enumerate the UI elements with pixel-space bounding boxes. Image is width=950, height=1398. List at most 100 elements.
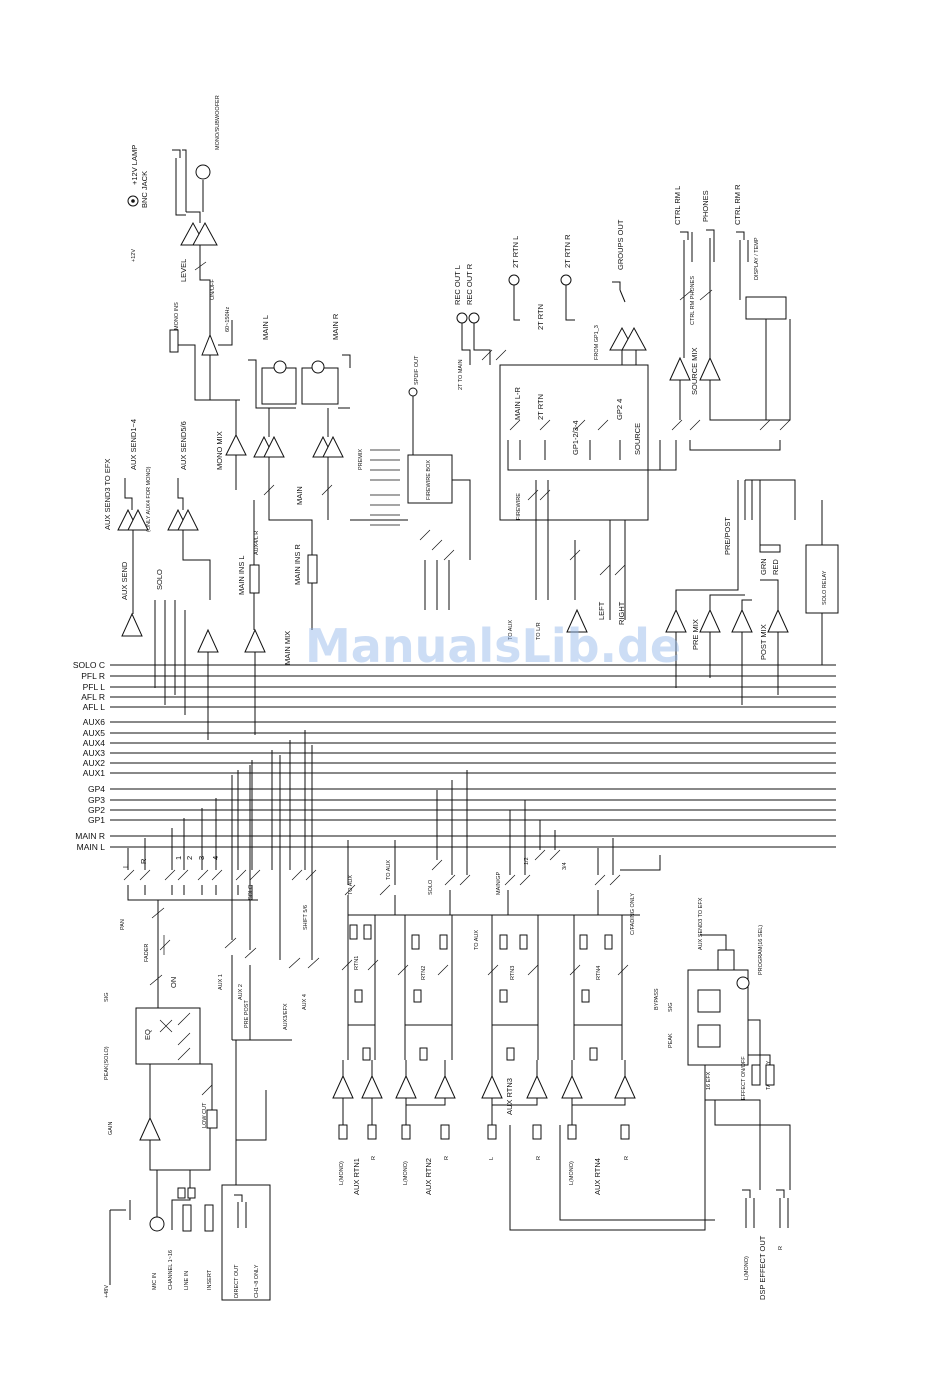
rec-out-l-label: REC OUT L <box>453 265 462 305</box>
main-ins-r-jack-icon <box>307 554 318 584</box>
to-aux-switch-icon <box>527 489 581 561</box>
aux-send-wire <box>124 400 237 510</box>
pre-post-wire <box>737 479 796 550</box>
aux-rtn3-l-jack-icon <box>487 1124 497 1140</box>
aux-rtn2-amp-r-icon <box>434 1074 456 1099</box>
aux-rtn1-amp-r-icon <box>361 1074 383 1099</box>
red-label: RED <box>771 559 780 575</box>
solo-amp-icon <box>197 628 219 653</box>
channel-route-wire <box>127 885 258 901</box>
sig-efx-label: SIG <box>668 1003 674 1012</box>
ctrl-rm-r-label: CTRL RM R <box>733 184 742 225</box>
pan-label: PAN <box>120 919 126 930</box>
aux-rtn3-amp-l-icon <box>481 1074 503 1099</box>
insert-jack-icon <box>204 1204 214 1232</box>
ctrl-rm-l-jack-icon <box>680 231 693 262</box>
aux-send3-efx-label: AUX SEND3 TO EFX <box>103 459 112 530</box>
main-r-label: MAIN R <box>331 313 340 340</box>
t2-rtn-label: 2T RTN <box>536 304 545 330</box>
resistor-2-icon <box>187 1187 196 1199</box>
aux-rtn3-r-jack-icon <box>532 1124 542 1140</box>
dsp-out-wire <box>704 1065 791 1190</box>
phones-label: PHONES <box>701 190 710 222</box>
aux-rtn2-amp-l-icon <box>395 1074 417 1099</box>
rtn3-res-2-icon <box>519 934 528 950</box>
aux-send56-label: AUX SEND5/6 <box>179 421 188 470</box>
on-switch-icon <box>149 974 163 986</box>
bus-label-pfl-l: PFL L <box>83 682 106 692</box>
aux-rtn4-label: AUX RTN4 <box>593 1158 602 1195</box>
aux-send14-label: AUX SEND1~4 <box>129 419 138 470</box>
tap-delay-jack-icon <box>765 1064 775 1086</box>
mono-out-jack-tip <box>182 149 187 212</box>
pre-mix-label: PRE MIX <box>691 619 700 650</box>
solo-relay-label: SOLO RELAY <box>822 570 828 605</box>
mono-subwoofer-label: MONO/SUBWOOFER <box>215 95 221 150</box>
rtn3-res-1-icon <box>499 934 508 950</box>
l-mono4-label: L(MONO) <box>569 1161 575 1185</box>
rtn4-res-3-icon <box>581 989 590 1003</box>
rtn4-res-1-icon <box>579 934 588 950</box>
peak-label: PEAK <box>668 1033 674 1048</box>
right-label: RIGHT <box>617 601 626 625</box>
aux-pot-icon <box>224 937 320 969</box>
rtn1-block: RTN1 <box>341 915 379 1061</box>
shift56-label: SHIFT 5/6 <box>303 905 309 930</box>
main-r-box <box>301 367 339 405</box>
aux-rtn1-label: AUX RTN1 <box>352 1158 361 1195</box>
mic-xlr-ground-icon <box>110 1200 131 1220</box>
insert-label: INSERT <box>207 1269 213 1290</box>
l-mono2-label: L(MONO) <box>403 1161 409 1185</box>
main-fader-icon <box>263 484 333 496</box>
rtn2-wire <box>404 915 453 1060</box>
resistor-1-icon <box>177 1187 186 1199</box>
bus-label-aux4: AUX4 <box>83 738 105 748</box>
pre-post-b-label: PRE POST <box>244 1000 250 1028</box>
rtn1-res-1-icon <box>349 924 358 940</box>
bnc-label: BNC JACK <box>140 171 149 208</box>
phones-jack-icon <box>706 229 715 262</box>
rtn4-pot-icon <box>569 964 629 976</box>
dsp-out-r-jack-icon <box>776 1189 789 1228</box>
channel-main-wire <box>157 900 195 1011</box>
bus-label-aux6: AUX6 <box>83 717 105 727</box>
return-amp-out-wire <box>342 1098 626 1125</box>
rtn3-block: TO AUX RTN3 <box>474 915 539 1061</box>
direct-out-jack-icon <box>234 1194 247 1228</box>
grp-2-label: 2 <box>185 856 194 860</box>
source-in-wire <box>461 285 637 365</box>
bus-label-solo-c: SOLO C <box>73 660 105 670</box>
main-out-wire <box>248 354 351 409</box>
to-aux-b-label: TO AUX <box>348 875 354 895</box>
main-lr-label: MAIN L-R <box>513 386 522 420</box>
rtn3-res-4-icon <box>506 1047 515 1061</box>
rtn3-wire <box>491 915 539 1060</box>
from-gp-label: FROM GP1_3 <box>594 325 600 360</box>
post-mix-amp-2-icon <box>767 608 789 633</box>
grn-label: GRN <box>759 558 768 575</box>
main-ins-wire <box>253 500 329 630</box>
watermark: ManualsLib.de <box>305 619 681 673</box>
mono-ins-label: MONO INS <box>174 302 180 330</box>
aux-send-label: AUX SEND <box>120 561 129 600</box>
mono-mix-label: MONO MIX <box>215 431 224 470</box>
rtn2-pot-icon <box>397 964 449 976</box>
ctrl-rm-phones-label: CTRL RM PHONES <box>690 276 696 325</box>
aux-rtn2-r-jack-icon <box>440 1124 450 1140</box>
bus-label-aux2: AUX2 <box>83 758 105 768</box>
source-label: SOURCE <box>633 423 642 455</box>
low-cut-switch-icon <box>201 1084 213 1096</box>
bus-label-main-l: MAIN L <box>77 842 106 852</box>
low-cut-filter-icon <box>206 1109 218 1129</box>
dsp-return-wire <box>509 1100 715 1231</box>
return-bus-drop-wire <box>347 770 661 885</box>
aux-send-bus-wire <box>231 745 313 1041</box>
main-ins-r-label: MAIN INS R <box>293 544 302 585</box>
phantom-label: +48V <box>104 1285 110 1298</box>
l3-label: L <box>489 1157 495 1160</box>
aux-send-amp-2-icon <box>127 508 149 531</box>
ctrl-rm-pot-icon <box>679 289 713 301</box>
source-bus-wire <box>507 440 661 471</box>
level-wire <box>199 258 211 300</box>
line-in-label: LINE IN <box>184 1271 190 1290</box>
